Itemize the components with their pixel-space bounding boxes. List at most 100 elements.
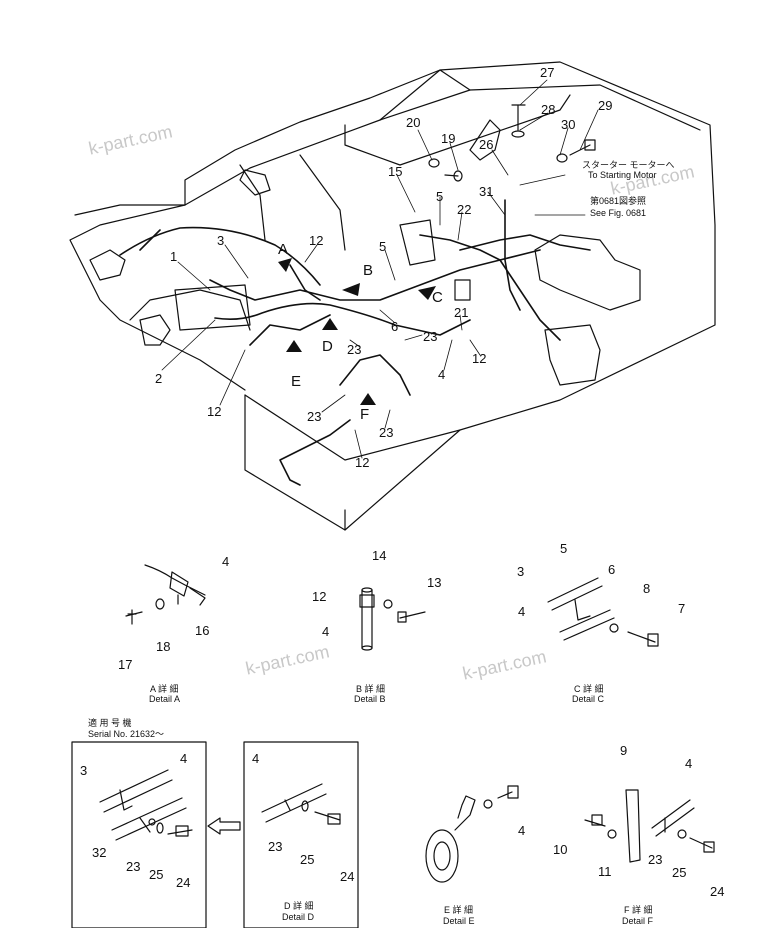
caption-f-en: Detail F	[622, 916, 654, 926]
detail-letter-a: A	[278, 241, 289, 258]
washer-30	[556, 153, 568, 163]
detail-a-drawing	[125, 564, 206, 625]
callout-23-d: 23	[379, 425, 394, 440]
callout-12-d: 12	[355, 455, 370, 470]
callout-6: 6	[391, 319, 399, 334]
callout-12-b: 12	[472, 351, 487, 366]
callout-s-24: 24	[176, 875, 191, 890]
callout-d-23: 23	[268, 839, 283, 854]
caption-e-jp: E 詳 細	[444, 905, 474, 915]
callout-s-23: 23	[126, 859, 141, 874]
leader-lines	[161, 79, 599, 459]
callout-3: 3	[217, 233, 225, 248]
callout-23-c: 23	[307, 409, 322, 424]
machine-body	[69, 61, 716, 531]
callout-19: 19	[441, 131, 456, 146]
detail-letter-b: B	[363, 262, 374, 279]
callout-b-13: 13	[427, 575, 442, 590]
detail-letter-e: E	[291, 373, 302, 390]
bolt-29	[569, 139, 596, 156]
callout-12-c: 12	[207, 404, 222, 419]
hollow-arrow	[207, 817, 241, 835]
callout-s-4: 4	[180, 751, 188, 766]
washer-20	[428, 158, 440, 168]
callout-f-23: 23	[648, 852, 663, 867]
fig-note-en: See Fig. 0681	[590, 208, 647, 218]
detail-b-drawing	[359, 587, 426, 651]
caption-b-jp: B 詳 細	[356, 684, 386, 694]
serial-note-jp: 適 用 号 機	[88, 718, 132, 728]
callout-c-7: 7	[678, 601, 686, 616]
callout-c-6: 6	[608, 562, 616, 577]
callout-c-5: 5	[560, 541, 568, 556]
callout-d-25: 25	[300, 852, 315, 867]
callout-b-14: 14	[372, 548, 387, 563]
caption-e-en: Detail E	[443, 916, 475, 926]
callout-b-12: 12	[312, 589, 327, 604]
callout-f-4: 4	[685, 756, 693, 771]
callout-a-18: 18	[156, 639, 171, 654]
detail-f-drawing	[584, 789, 715, 863]
callout-15: 15	[388, 164, 403, 179]
callout-f-10: 10	[553, 842, 568, 857]
callout-2: 2	[155, 371, 163, 386]
washer-28	[511, 130, 525, 138]
starter-note-en: To Starting Motor	[588, 170, 657, 180]
callout-s-32: 32	[92, 845, 107, 860]
callout-21: 21	[454, 305, 469, 320]
detail-c-drawing	[547, 577, 659, 647]
detail-d-box	[243, 741, 359, 928]
caption-a-en: Detail A	[149, 694, 181, 704]
callout-d-4: 4	[252, 751, 260, 766]
caption-c-jp: C 詳 細	[574, 684, 604, 694]
serial-box	[71, 741, 207, 928]
callout-b-4: 4	[322, 624, 330, 639]
callout-s-25: 25	[149, 867, 164, 882]
callout-5-upper: 5	[436, 189, 444, 204]
bolt-19	[444, 170, 463, 182]
bolt-27	[511, 104, 526, 131]
starter-note-jp: スターター モーターへ	[582, 160, 675, 170]
detail-letter-f: F	[360, 406, 370, 423]
callout-12-a: 12	[309, 233, 324, 248]
detail-letter-c: C	[432, 289, 443, 306]
caption-a-jp: A 詳 細	[150, 684, 179, 694]
callout-e-4: 4	[518, 823, 526, 838]
callout-29: 29	[598, 98, 613, 113]
callout-5-lower: 5	[379, 239, 387, 254]
callout-a-17: 17	[118, 657, 133, 672]
detail-e-drawing	[425, 785, 519, 883]
callout-f-9: 9	[620, 743, 628, 758]
caption-d-jp: D 詳 細	[284, 901, 314, 911]
caption-b-en: Detail B	[354, 694, 386, 704]
callout-30: 30	[561, 117, 576, 132]
callout-28: 28	[541, 102, 556, 117]
fig-note-jp: 第0681図参照	[590, 196, 647, 206]
callout-c-8: 8	[643, 581, 651, 596]
callout-1: 1	[170, 249, 178, 264]
callout-f-24: 24	[710, 884, 725, 899]
callout-20: 20	[406, 115, 421, 130]
callout-c-4: 4	[518, 604, 526, 619]
callout-s-3: 3	[80, 763, 88, 778]
serial-note-en: Serial No. 21632～	[88, 729, 165, 739]
callout-4-main: 4	[438, 367, 446, 382]
detail-letter-d: D	[322, 338, 333, 355]
callout-27: 27	[540, 65, 555, 80]
callout-f-11: 11	[598, 864, 612, 879]
caption-c-en: Detail C	[572, 694, 605, 704]
callout-31: 31	[479, 184, 494, 199]
callout-d-24: 24	[340, 869, 355, 884]
caption-f-jp: F 詳 細	[624, 905, 653, 915]
callout-a-4: 4	[222, 554, 230, 569]
callout-22: 22	[457, 202, 472, 217]
harness-wires	[119, 199, 591, 486]
detail-arrows	[278, 258, 436, 405]
callout-f-25: 25	[672, 865, 687, 880]
caption-d-en: Detail D	[282, 912, 315, 922]
callout-23-a: 23	[423, 329, 438, 344]
callout-c-3: 3	[517, 564, 525, 579]
callout-26: 26	[479, 137, 494, 152]
callout-23-b: 23	[347, 342, 362, 357]
